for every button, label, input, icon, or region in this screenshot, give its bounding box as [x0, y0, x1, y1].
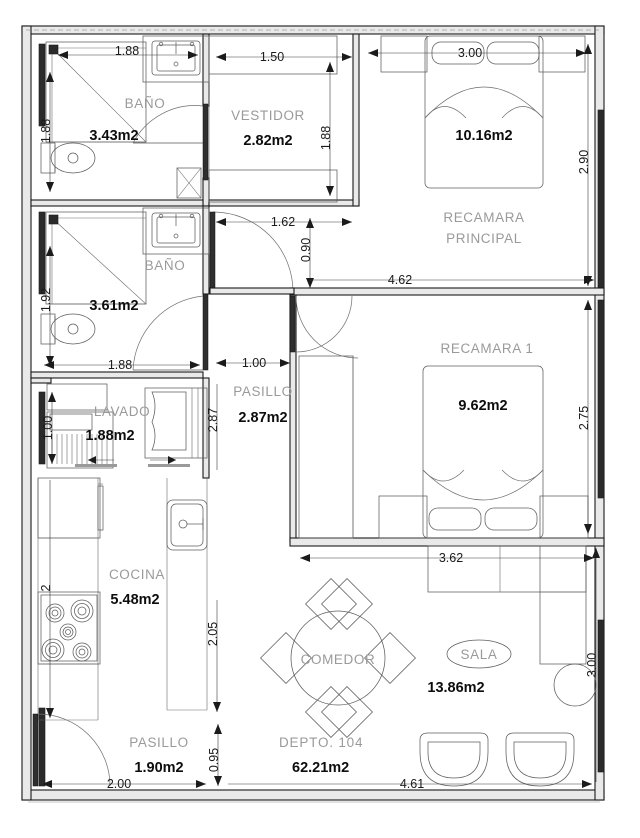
room-labels: BAÑO 3.43m2 VESTIDOR 2.82m2 10.16m2 RECA… — [85, 96, 533, 776]
entrance-door — [32, 713, 111, 787]
recamara-principal-furniture — [380, 35, 586, 189]
dim-bano1-1-88: 1.88 — [39, 119, 53, 143]
dim-pasillo-2-87: 2.87 — [206, 408, 220, 432]
room-label-lavado: LAVADO — [94, 404, 150, 419]
dimension-labels-vertical: 1.88 1.88 2.90 1.92 0.90 2.75 2.87 1.00 … — [39, 119, 599, 772]
dim-recamara1-2-75: 2.75 — [577, 406, 591, 430]
room-area-lavado: 1.88m2 — [85, 428, 134, 444]
dim-door-0-90: 0.90 — [299, 238, 313, 262]
dimension-labels-horizontal: 1.88 1.50 3.00 1.62 1.88 1.00 4.62 3.62 … — [107, 44, 482, 791]
dim-bano2-1-92: 1.92 — [39, 288, 53, 312]
dim-pasillo2-2-00: 2.00 — [107, 777, 131, 791]
room-area-cocina: 5.48m2 — [110, 592, 159, 608]
unit-area: 62.21m2 — [292, 760, 349, 776]
stove-burners — [41, 599, 94, 662]
dim-bano1-width: 1.88 — [115, 44, 139, 58]
unit-label: DEPTO. 104 — [279, 735, 363, 750]
lavado-appliances — [46, 383, 208, 469]
pasillo-doors — [209, 211, 359, 359]
dim-recamara1-width: 4.62 — [388, 273, 412, 287]
dim-vestidor-1-88: 1.88 — [319, 126, 333, 150]
armchair-left — [419, 732, 489, 787]
interior-walls — [30, 33, 605, 547]
sink-icon — [142, 207, 210, 255]
vestidor-closets — [208, 35, 338, 203]
dim-cocina-2: 2 — [39, 584, 53, 591]
flow-arrow-right — [150, 456, 176, 464]
flow-arrow-left — [88, 456, 114, 464]
room-area-recamara-principal: 10.16m2 — [455, 128, 512, 144]
room-area-bano-principal: 3.43m2 — [89, 128, 138, 144]
dim-cocina-2-05: 2.05 — [206, 622, 220, 646]
dim-lavado-1-00: 1.00 — [41, 416, 55, 440]
recamara-1-furniture — [298, 355, 589, 539]
room-label-cocina: COCINA — [109, 567, 165, 582]
room-label-recamara-principal-2: PRINCIPAL — [446, 231, 522, 246]
dim-recamara-p-2-90: 2.90 — [577, 150, 591, 174]
room-label-bano-principal: BAÑO — [125, 96, 166, 111]
room-area-pasillo-2: 1.90m2 — [134, 760, 183, 776]
sala-label-ellipse — [446, 639, 512, 669]
window-left-wall — [38, 43, 46, 787]
room-area-recamara-1: 9.62m2 — [458, 398, 507, 414]
room-label-vestidor: VESTIDOR — [231, 108, 305, 123]
room-label-bano-2: BAÑO — [145, 258, 186, 273]
dim-recamara-p-width: 3.00 — [458, 46, 482, 60]
comedor-furniture — [260, 578, 416, 738]
dim-bano2-width: 1.88 — [108, 358, 132, 372]
dim-vestidor-width: 1.50 — [260, 50, 284, 64]
room-area-pasillo-1: 2.87m2 — [238, 410, 287, 426]
room-label-recamara-principal-1: RECAMARA — [443, 210, 524, 225]
room-label-recamara-1: RECAMARA 1 — [440, 341, 533, 356]
armchair-right — [505, 732, 575, 787]
toilet-icon — [40, 142, 96, 174]
room-label-comedor: COMEDOR — [301, 652, 376, 667]
dim-bottom-0-95: 0.95 — [207, 748, 221, 772]
bano-principal-fixtures — [40, 35, 210, 199]
room-label-pasillo-2: PASILLO — [129, 735, 188, 750]
dim-sofa-3-62: 3.62 — [439, 551, 463, 565]
room-area-sala: 13.86m2 — [427, 680, 484, 696]
sink-icon — [142, 35, 210, 83]
room-area-bano-2: 3.61m2 — [89, 298, 138, 314]
room-area-vestidor: 2.82m2 — [243, 133, 292, 149]
dim-bottom-4-61: 4.61 — [400, 777, 424, 791]
dim-pasillo-width: 1.00 — [242, 356, 266, 370]
dimension-lines — [28, 44, 600, 803]
dim-door-1-62: 1.62 — [271, 215, 295, 229]
sala-furniture — [419, 545, 597, 787]
toilet-icon — [40, 313, 96, 345]
dim-sala-3-00: 3.00 — [585, 653, 599, 677]
room-label-pasillo-1: PASILLO — [233, 384, 292, 399]
bano-2-fixtures — [40, 207, 210, 371]
room-label-sala: SALA — [461, 647, 498, 662]
